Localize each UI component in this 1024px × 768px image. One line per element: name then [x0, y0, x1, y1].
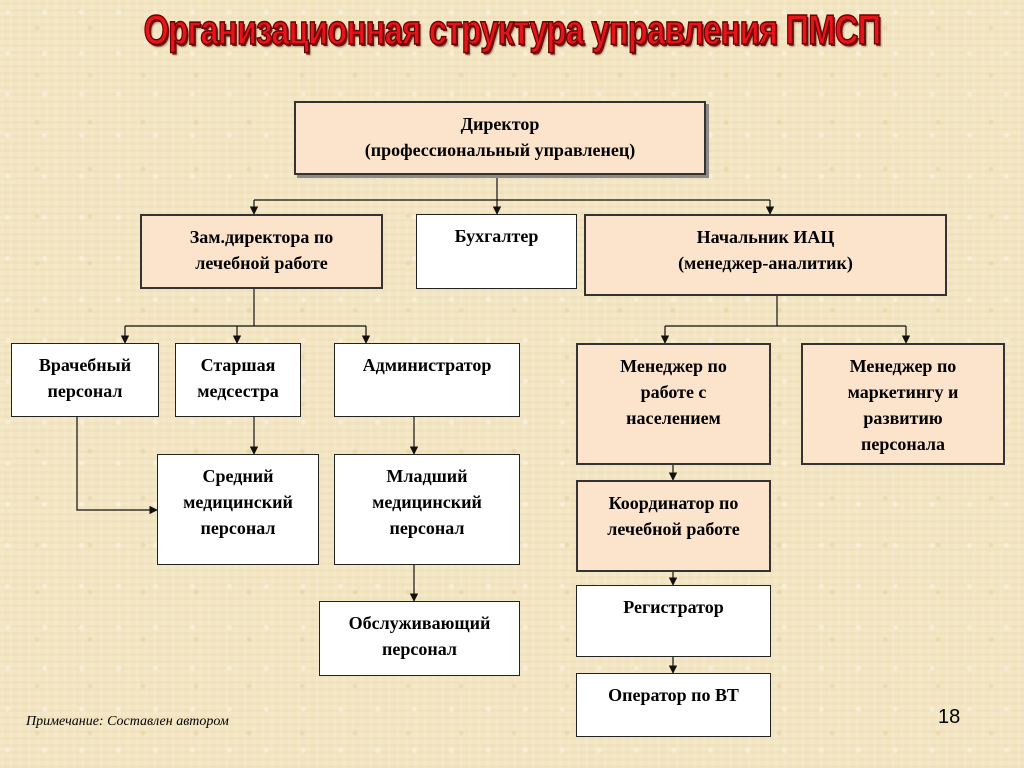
node-director: Директор (профессиональный управленец)	[294, 101, 706, 175]
node-director-label: Директор (профессиональный управленец)	[364, 114, 636, 160]
node-junior-staff-label: Младший медицинский персонал	[372, 466, 482, 538]
node-doctors: Врачебный персонал	[11, 343, 159, 417]
node-mgr-population: Менеджер по работе с населением	[576, 343, 771, 465]
node-administrator-label: Администратор	[362, 355, 492, 375]
node-mid-staff: Средний медицинский персонал	[157, 454, 319, 565]
node-coordinator-label: Координатор по лечебной работе	[607, 493, 740, 539]
node-mgr-marketing-label: Менеджер по маркетингу и развитию персон…	[847, 356, 959, 454]
node-head-iac: Начальник ИАЦ (менеджер-аналитик)	[584, 214, 947, 296]
node-doctors-label: Врачебный персонал	[38, 355, 132, 401]
node-mgr-marketing: Менеджер по маркетингу и развитию персон…	[801, 343, 1005, 465]
node-head-nurse-label: Старшая медсестра	[197, 355, 279, 401]
node-junior-staff: Младший медицинский персонал	[334, 454, 520, 565]
node-deputy: Зам.директора по лечебной работе	[140, 214, 383, 289]
node-registrar-label: Регистратор	[623, 597, 724, 617]
footnote: Примечание: Составлен автором	[26, 714, 229, 729]
node-mgr-population-label: Менеджер по работе с населением	[620, 356, 727, 428]
node-coordinator: Координатор по лечебной работе	[576, 480, 771, 572]
connector-doctors-to-mid	[76, 417, 158, 515]
node-administrator: Администратор	[334, 343, 520, 417]
page-title: Организационная структура управления ПМС…	[143, 5, 882, 54]
node-service-staff: Обслуживающий персонал	[319, 601, 520, 676]
page-number: 18	[938, 706, 961, 728]
node-accountant: Бухгалтер	[416, 214, 577, 289]
node-deputy-label: Зам.директора по лечебной работе	[189, 227, 334, 273]
node-operator-label: Оператор по ВТ	[608, 685, 739, 705]
node-operator: Оператор по ВТ	[576, 673, 771, 737]
node-accountant-label: Бухгалтер	[454, 226, 539, 246]
node-head-nurse: Старшая медсестра	[175, 343, 301, 417]
node-mid-staff-label: Средний медицинский персонал	[183, 466, 293, 538]
node-registrar: Регистратор	[576, 585, 771, 657]
node-head-iac-label: Начальник ИАЦ (менеджер-аналитик)	[678, 227, 853, 273]
node-service-staff-label: Обслуживающий персонал	[348, 613, 491, 659]
